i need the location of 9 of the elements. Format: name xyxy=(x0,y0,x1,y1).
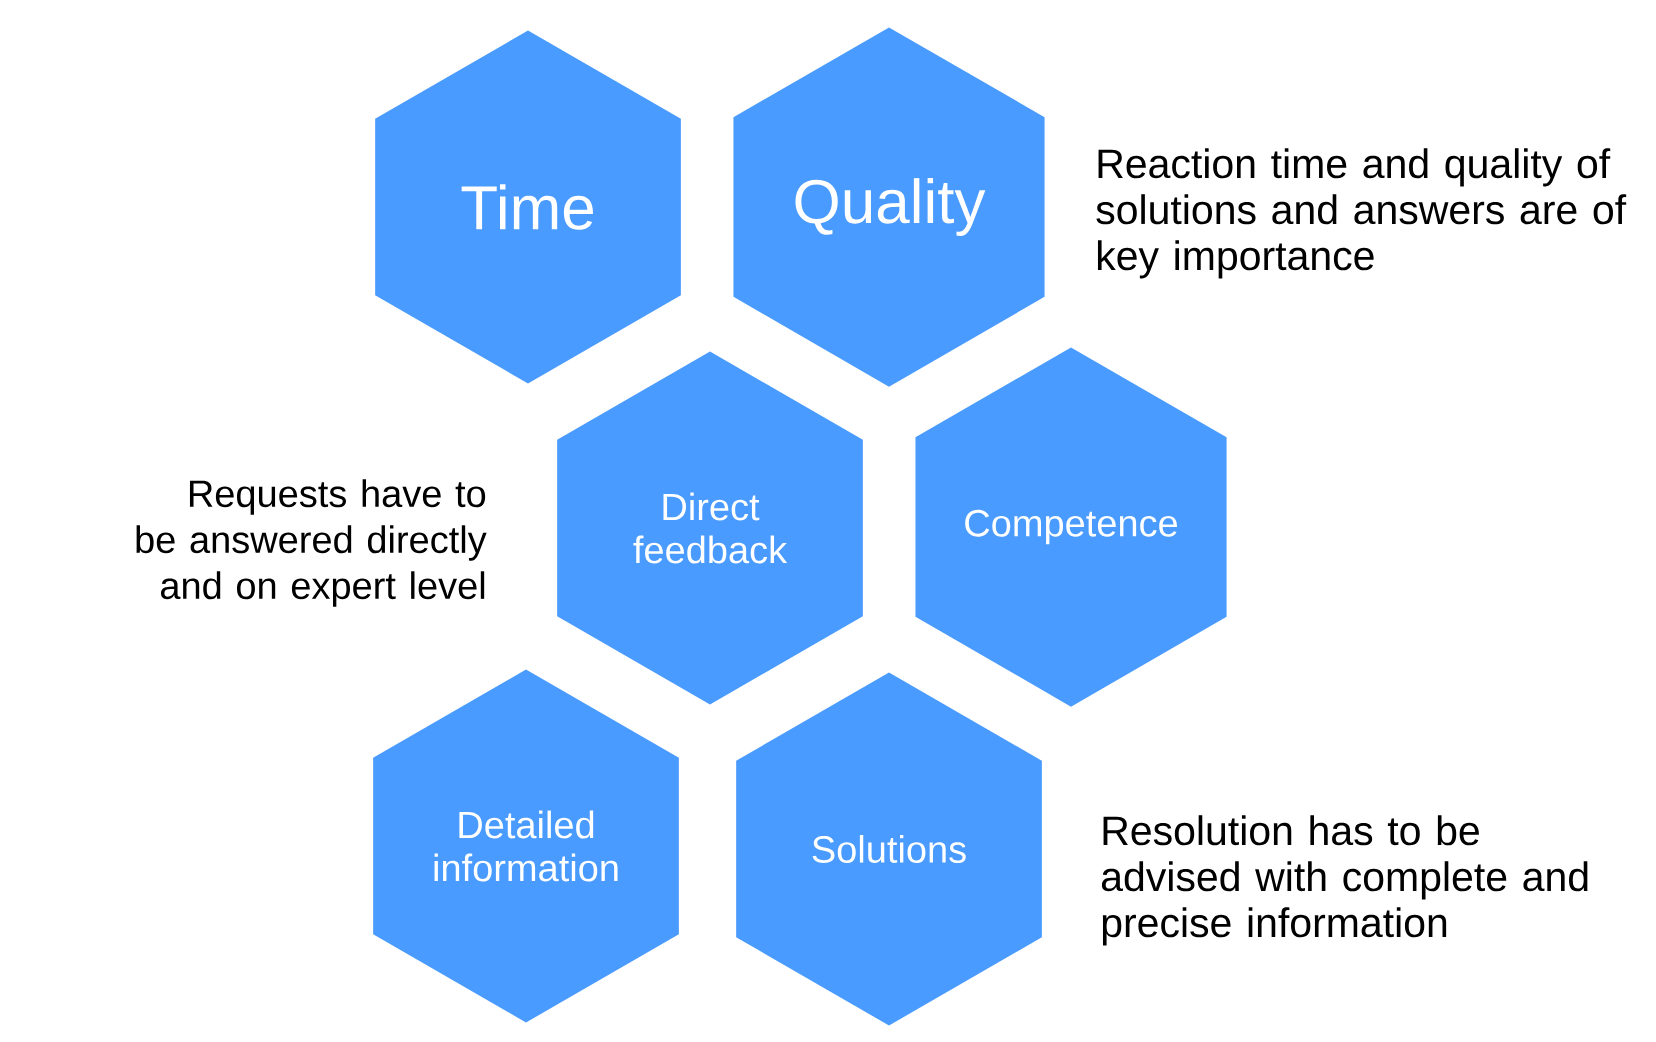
hexagon: Competence xyxy=(915,347,1227,707)
description-text: Requests have to be answered directly and on expert level xyxy=(136,479,487,607)
hexagon: Direct feedback xyxy=(557,351,863,705)
hexagon: Quality xyxy=(733,27,1045,387)
hexagon: Solutions xyxy=(736,672,1042,1026)
hexagon: Time xyxy=(375,30,681,384)
description-text: Reaction time and quality of solutions and answers are of key importance xyxy=(1096,148,1627,279)
hexagon: Detailed information xyxy=(373,669,679,1023)
description-text: Resolution has to be advised with complete and precise information xyxy=(1101,815,1588,946)
